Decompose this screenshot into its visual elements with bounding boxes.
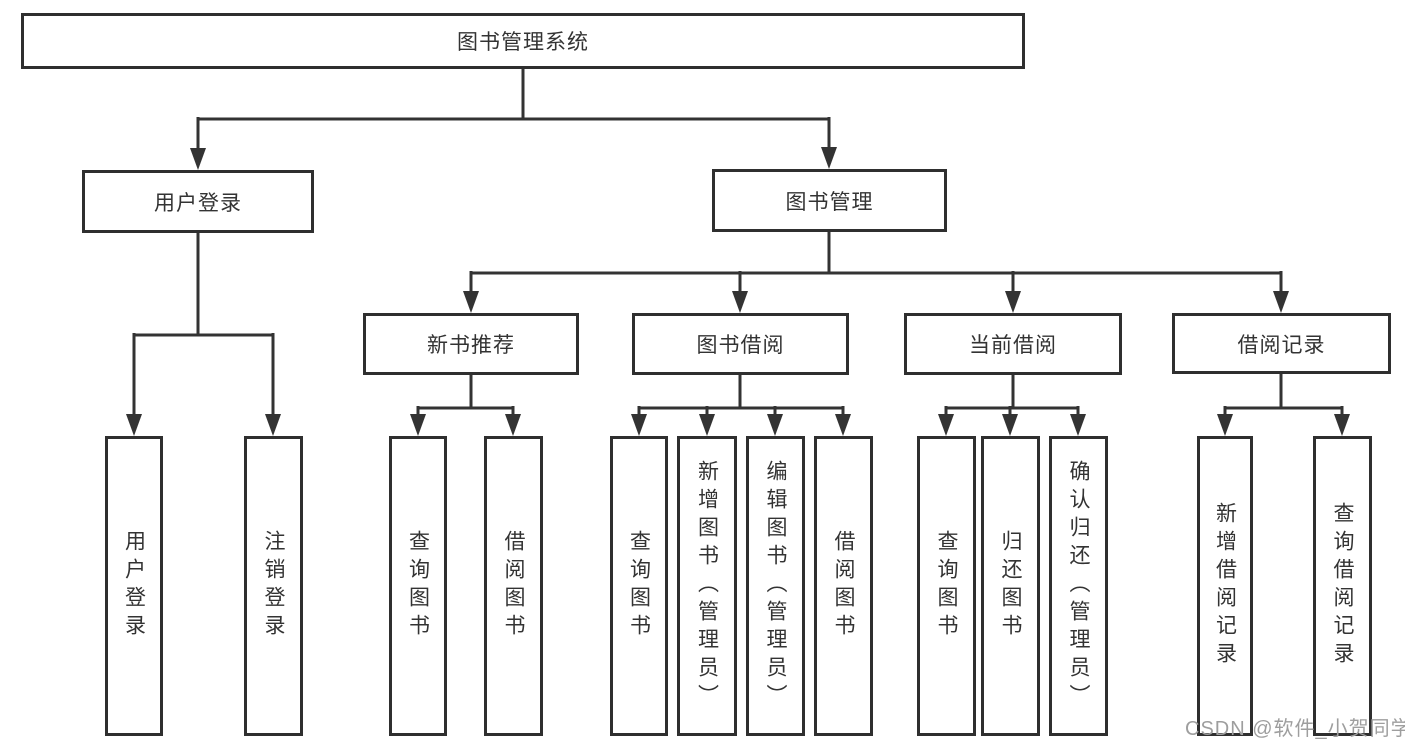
node-label: 编辑图书（管理员）: [764, 460, 787, 712]
arrow-icon: [1070, 414, 1086, 436]
arrow-icon: [732, 291, 748, 313]
arrow-icon: [505, 414, 521, 436]
leaf-confirm-return-admin: 确认归还（管理员）: [1049, 436, 1108, 736]
arrow-icon: [1002, 414, 1018, 436]
leaf-add-borrow-record: 新增借阅记录: [1197, 436, 1253, 736]
connector-userlogin: [132, 233, 275, 418]
connector-current: [944, 375, 1080, 418]
arrow-icon: [1273, 291, 1289, 313]
arrowheads: [126, 147, 1350, 436]
node-label: 图书管理系统: [457, 31, 589, 54]
node-label: 新书推荐: [427, 334, 515, 357]
connector-borrowing: [637, 375, 845, 418]
node-label: 新增图书（管理员）: [695, 460, 719, 712]
leaf-user-login: 用户登录: [105, 436, 163, 736]
leaf-borrow-books-recommend: 借阅图书: [484, 436, 543, 736]
node-label: 借阅记录: [1237, 333, 1326, 357]
arrow-icon: [463, 291, 479, 313]
node-label: 注销登录: [262, 530, 285, 642]
connector-newbook: [416, 375, 515, 418]
leaf-query-books-current: 查询图书: [917, 436, 976, 736]
arrow-icon: [265, 414, 281, 436]
arrow-icon: [410, 414, 426, 436]
node-label: 当前借阅: [969, 334, 1057, 357]
leaf-query-borrow-record: 查询借阅记录: [1313, 436, 1372, 736]
connector-root-stem: [198, 69, 829, 121]
connector-records: [1223, 374, 1344, 418]
arrow-icon: [1005, 291, 1021, 313]
leaf-query-books-borrowing: 查询图书: [610, 436, 668, 736]
node-book-management: 图书管理: [712, 169, 947, 232]
arrow-icon: [1334, 414, 1350, 436]
leaf-query-books-recommend: 查询图书: [389, 436, 447, 736]
node-user-login: 用户登录: [82, 170, 314, 233]
connector-bookmgmt: [469, 232, 1283, 295]
node-label: 查询图书: [935, 530, 958, 642]
arrow-icon: [190, 148, 206, 170]
leaf-add-books-admin: 新增图书（管理员）: [677, 436, 737, 736]
csdn-watermark: CSDN @软件_小贺同学: [1185, 718, 1405, 740]
arrow-icon: [699, 414, 715, 436]
node-label: 查询图书: [627, 530, 651, 642]
node-current-borrowing: 当前借阅: [904, 313, 1122, 375]
arrow-icon: [767, 414, 783, 436]
node-label: 借阅图书: [502, 530, 525, 642]
arrow-icon: [938, 414, 954, 436]
node-label: 确认归还（管理员）: [1067, 460, 1090, 712]
node-label: 新增借阅记录: [1213, 502, 1237, 670]
leaf-borrow-books: 借阅图书: [814, 436, 873, 736]
node-label: 查询图书: [406, 530, 430, 642]
node-label: 查询借阅记录: [1331, 502, 1354, 670]
node-book-borrowing: 图书借阅: [632, 313, 849, 375]
arrow-icon: [126, 414, 142, 436]
leaf-edit-books-admin: 编辑图书（管理员）: [746, 436, 805, 736]
node-root-system: 图书管理系统: [21, 13, 1025, 69]
arrow-icon: [821, 147, 837, 169]
node-new-book-recommend: 新书推荐: [363, 313, 579, 375]
node-label: 借阅图书: [832, 530, 855, 642]
arrow-icon: [835, 414, 851, 436]
leaf-logout: 注销登录: [244, 436, 303, 736]
leaf-return-books: 归还图书: [981, 436, 1040, 736]
node-borrowing-records: 借阅记录: [1172, 313, 1391, 374]
arrow-icon: [631, 414, 647, 436]
node-label: 用户登录: [122, 530, 146, 642]
node-label: 归还图书: [999, 530, 1022, 642]
node-label: 图书借阅: [696, 334, 785, 357]
node-label: 用户登录: [154, 191, 242, 215]
arrow-icon: [1217, 414, 1233, 436]
node-label: 图书管理: [785, 190, 874, 214]
